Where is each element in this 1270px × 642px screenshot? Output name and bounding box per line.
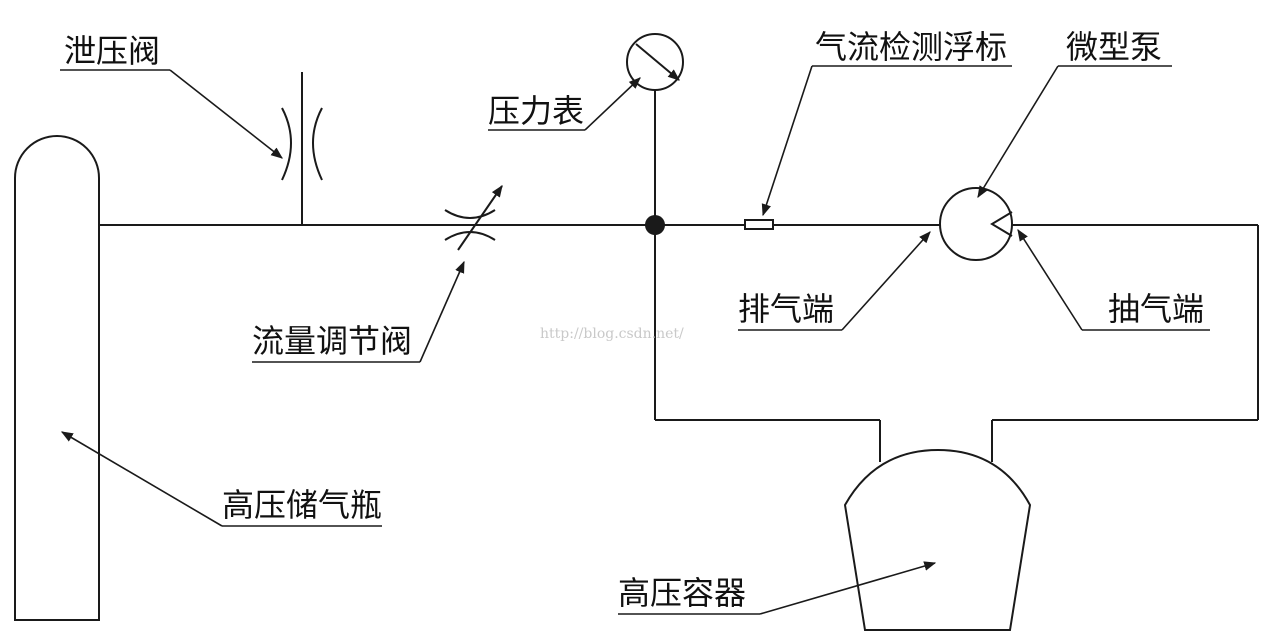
leader-airflow [761, 65, 813, 217]
airflow-float [744, 219, 774, 230]
label-micro-pump: 微型泵 [1066, 28, 1162, 66]
flow-valve-adjust-arrow [457, 185, 503, 251]
leader-suction [1017, 228, 1083, 331]
leader-flow-valve [419, 260, 465, 363]
label-pressure-gauge: 压力表 [488, 92, 584, 130]
label-suction-port: 抽气端 [1108, 290, 1204, 328]
leader-relief-valve [169, 69, 283, 159]
label-flow-valve: 流量调节阀 [252, 322, 412, 360]
micro-pump-body [939, 187, 1013, 261]
relief-valve-left-arc [281, 107, 292, 181]
leader-vessel [759, 561, 937, 615]
leader-pump [977, 65, 1059, 199]
pressure-vessel-shape [843, 448, 1032, 631]
leader-exhaust [841, 231, 931, 331]
label-airflow-float: 气流检测浮标 [815, 28, 1007, 66]
label-relief-valve: 泄压阀 [64, 32, 160, 70]
gauge-needle [635, 43, 680, 81]
micro-pump-notch [990, 211, 1013, 237]
flow-valve-top-arc [444, 209, 496, 219]
label-exhaust-port: 排气端 [738, 290, 834, 328]
label-pressure-vessel: 高压容器 [618, 574, 746, 612]
relief-valve-right-arc [312, 107, 323, 181]
label-storage-cylinder: 高压储气瓶 [222, 486, 382, 524]
leader-cylinder [60, 431, 223, 527]
storage-cylinder-shape [14, 135, 100, 621]
leader-pressure-gauge [584, 77, 641, 131]
watermark: http://blog.csdn.net/ [540, 326, 684, 342]
